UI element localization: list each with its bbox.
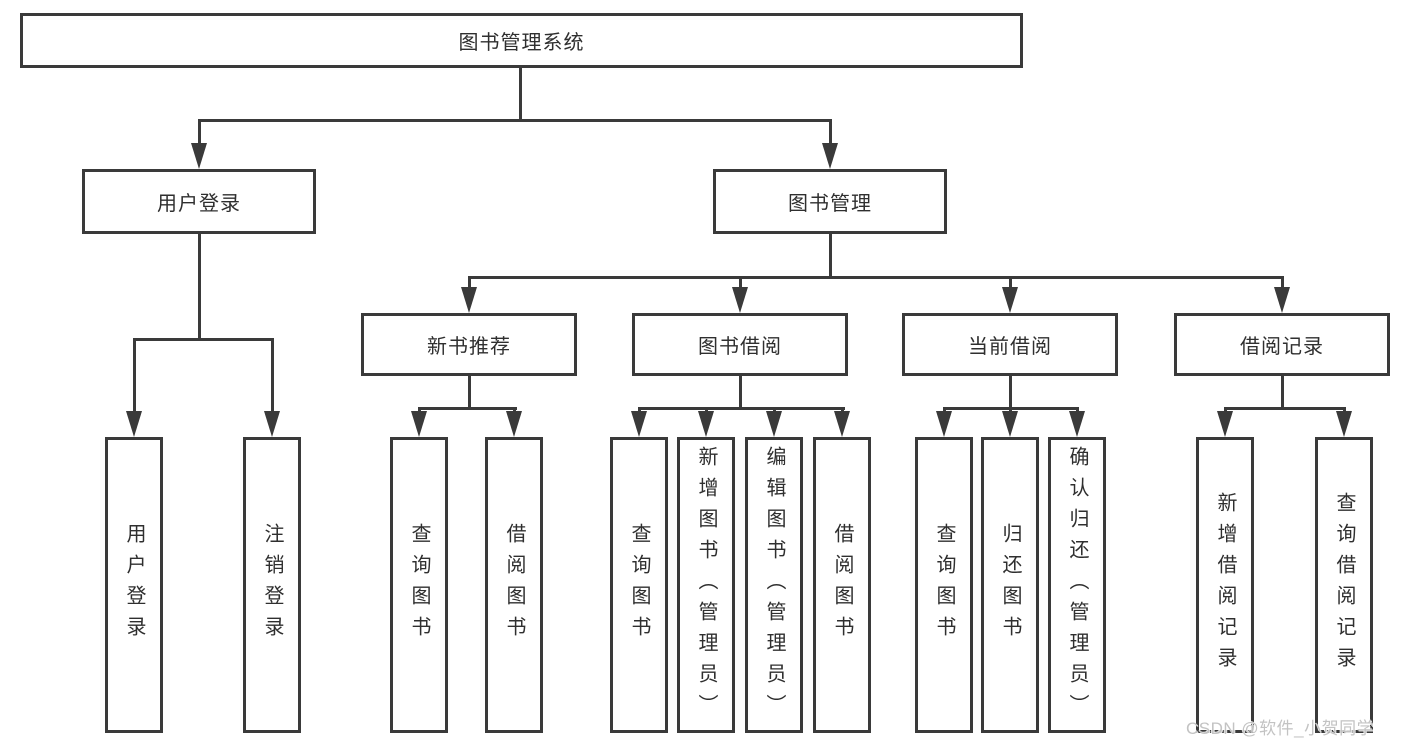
leaf-add-borrow-record: 新增借阅记录 (1196, 437, 1254, 733)
arrowhead-down-icon (766, 411, 782, 437)
connector-vline (468, 376, 471, 410)
connector-vline (739, 276, 742, 292)
leaf-query-books-newbooks-label: 查询图书 (408, 523, 430, 647)
leaf-query-books-borrow: 查询图书 (610, 437, 668, 733)
connector-hline (418, 407, 517, 410)
arrowhead-down-icon (1217, 411, 1233, 437)
connector-vline (133, 338, 136, 415)
arrowhead-down-icon (264, 411, 280, 437)
leaf-query-books-current-label: 查询图书 (933, 523, 955, 647)
connector-vline (198, 119, 201, 149)
arrowhead-down-icon (126, 411, 142, 437)
node-borrow-records-label: 借阅记录 (1240, 336, 1324, 358)
node-borrow-records: 借阅记录 (1174, 313, 1390, 376)
arrowhead-down-icon (1274, 287, 1290, 313)
leaf-query-borrow-record-label: 查询借阅记录 (1333, 492, 1355, 678)
leaf-borrow-books-label: 借阅图书 (831, 523, 853, 647)
node-book-management-label: 图书管理 (788, 193, 872, 215)
connector-vline (1009, 376, 1012, 410)
node-current-borrow: 当前借阅 (902, 313, 1118, 376)
leaf-logout-label: 注销登录 (261, 523, 283, 647)
arrowhead-down-icon (1069, 411, 1085, 437)
arrowhead-down-icon (822, 143, 838, 169)
connector-hline (468, 276, 1284, 279)
leaf-query-books-current: 查询图书 (915, 437, 973, 733)
connector-vline (739, 376, 742, 410)
arrowhead-down-icon (1002, 287, 1018, 313)
arrowhead-down-icon (1336, 411, 1352, 437)
leaf-borrow-books-newbooks: 借阅图书 (485, 437, 543, 733)
connector-vline (1281, 276, 1284, 292)
connector-vline (1009, 276, 1012, 292)
connector-vline (829, 234, 832, 279)
leaf-add-books-admin: 新增图书（管理员） (677, 437, 735, 733)
leaf-edit-books-admin: 编辑图书（管理员） (745, 437, 803, 733)
leaf-query-borrow-record: 查询借阅记录 (1315, 437, 1373, 733)
node-user-login-label: 用户登录 (157, 193, 241, 215)
connector-hline (133, 338, 274, 341)
leaf-query-books-newbooks: 查询图书 (390, 437, 448, 733)
node-user-login: 用户登录 (82, 169, 316, 234)
leaf-edit-books-admin-label: 编辑图书（管理员） (763, 445, 785, 725)
arrowhead-down-icon (461, 287, 477, 313)
arrowhead-down-icon (631, 411, 647, 437)
leaf-user-login: 用户登录 (105, 437, 163, 733)
leaf-borrow-books-newbooks-label: 借阅图书 (503, 523, 525, 647)
leaf-add-books-admin-label: 新增图书（管理员） (695, 445, 717, 725)
leaf-confirm-return-admin: 确认归还（管理员） (1048, 437, 1106, 733)
node-book-borrow: 图书借阅 (632, 313, 848, 376)
connector-vline (271, 338, 274, 415)
arrowhead-down-icon (506, 411, 522, 437)
connector-hline (198, 119, 832, 122)
node-book-borrow-label: 图书借阅 (698, 336, 782, 358)
connector-vline (829, 119, 832, 149)
connector-vline (468, 276, 471, 292)
leaf-user-login-label: 用户登录 (123, 523, 145, 647)
csdn-watermark: CSDN @软件_小贺同学 (1186, 719, 1375, 738)
connector-vline (198, 234, 201, 341)
arrowhead-down-icon (191, 143, 207, 169)
arrowhead-down-icon (936, 411, 952, 437)
leaf-return-books: 归还图书 (981, 437, 1039, 733)
node-current-borrow-label: 当前借阅 (968, 336, 1052, 358)
node-root-label: 图书管理系统 (458, 32, 585, 54)
connector-hline (638, 407, 845, 410)
arrowhead-down-icon (1002, 411, 1018, 437)
arrowhead-down-icon (698, 411, 714, 437)
arrowhead-down-icon (834, 411, 850, 437)
leaf-confirm-return-admin-label: 确认归还（管理员） (1066, 445, 1088, 725)
leaf-query-books-borrow-label: 查询图书 (628, 523, 650, 647)
node-root: 图书管理系统 (20, 13, 1023, 68)
arrowhead-down-icon (411, 411, 427, 437)
arrowhead-down-icon (732, 287, 748, 313)
connector-vline (1281, 376, 1284, 410)
leaf-borrow-books: 借阅图书 (813, 437, 871, 733)
connector-hline (1224, 407, 1346, 410)
leaf-add-borrow-record-label: 新增借阅记录 (1214, 492, 1236, 678)
node-new-book-recommend: 新书推荐 (361, 313, 577, 376)
node-new-book-recommend-label: 新书推荐 (427, 336, 511, 358)
node-book-management: 图书管理 (713, 169, 947, 234)
connector-vline (519, 68, 522, 122)
leaf-logout: 注销登录 (243, 437, 301, 733)
leaf-return-books-label: 归还图书 (999, 523, 1021, 647)
